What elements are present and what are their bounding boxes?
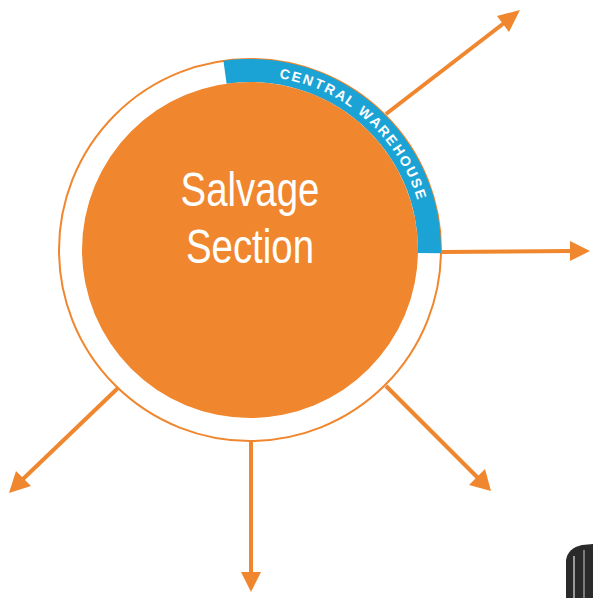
photo-corner xyxy=(566,544,593,598)
photo-shape xyxy=(566,544,593,598)
arrow-down xyxy=(249,442,253,576)
arrow-right xyxy=(442,251,572,252)
arrow-down-left xyxy=(22,388,118,480)
arrow-heads xyxy=(9,10,590,592)
arrow-down-right xyxy=(386,386,478,478)
arrow-lines xyxy=(22,20,572,576)
arrow-head xyxy=(469,469,491,491)
outer-ring: CENTRAL WAREHOUSESalvage Section xyxy=(58,58,442,442)
node-title: Salvage Section xyxy=(162,162,338,275)
center-circle: Salvage Section xyxy=(82,82,418,418)
arrow-up-right xyxy=(386,20,508,114)
photo-detail xyxy=(583,550,585,598)
arrow-head xyxy=(570,241,590,261)
photo-detail xyxy=(573,556,575,598)
arrow-head xyxy=(241,572,261,592)
arrow-head xyxy=(9,471,31,493)
arrow-head xyxy=(497,10,520,32)
